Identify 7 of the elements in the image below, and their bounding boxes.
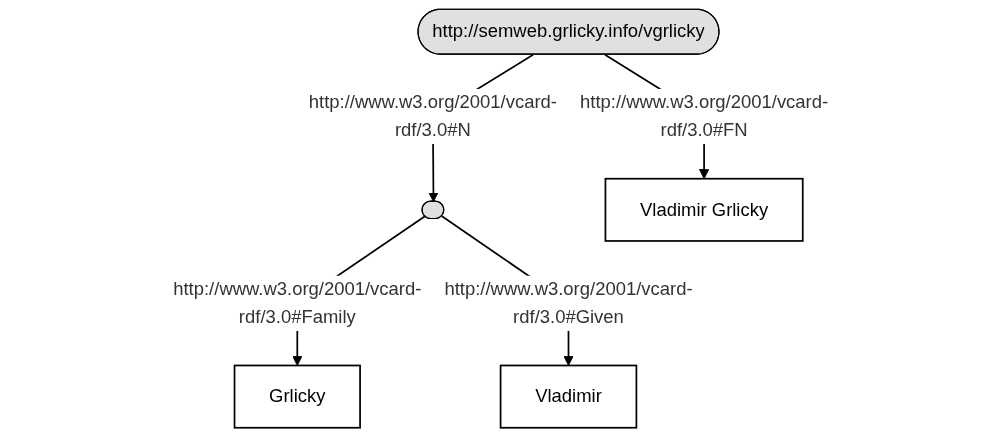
edge-label: http://www.w3.org/2001/vcard-rdf/3.0#FN (579, 92, 828, 140)
node-box: Grlicky (233, 364, 361, 429)
node-box: Vladimir (499, 364, 638, 429)
edge-label: http://www.w3.org/2001/vcard-rdf/3.0#Given (444, 279, 693, 327)
edge-label: http://www.w3.org/2001/vcard-rdf/3.0#Family (173, 279, 422, 327)
node-box: Vladimir Grlicky (604, 177, 804, 242)
edge-label: http://www.w3.org/2001/vcard-rdf/3.0#N (308, 92, 557, 140)
